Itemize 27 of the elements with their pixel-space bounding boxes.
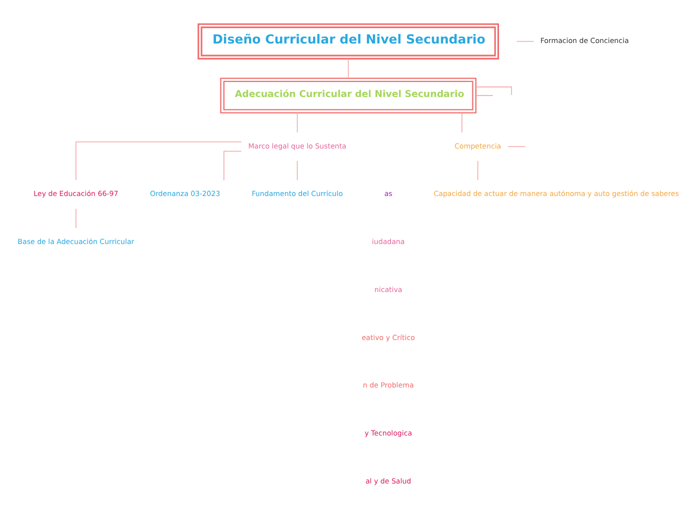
label: eativo y Crítico <box>362 332 415 342</box>
node-text: Formacion de Conciencia <box>540 36 629 46</box>
label: n de Problema <box>362 380 414 390</box>
node-text: Marco legal que lo Sustenta <box>248 141 346 150</box>
label: nicativa <box>374 284 402 294</box>
connector <box>476 95 494 96</box>
node-box: Diseño Curricular del Nivel Secundario <box>198 23 499 60</box>
connector <box>476 86 512 96</box>
connector <box>516 41 534 42</box>
node-text: Ordenanza 03-2023 <box>150 189 220 198</box>
connector <box>348 58 349 79</box>
label: as <box>384 189 392 198</box>
connector <box>76 141 242 180</box>
node-box: Adecuación Curricular del Nivel Secundario <box>220 78 476 114</box>
node-text: Fundamento del Currículo <box>252 189 343 198</box>
connector <box>224 150 242 181</box>
node-text: Competencia <box>454 141 502 150</box>
node-text: Base de la Adecuación Curricular <box>18 237 134 246</box>
node-text: Capacidad de actuar de manera autónoma y auto gestión de saberes <box>434 189 679 198</box>
connector <box>296 160 298 180</box>
label: al y de Salud <box>365 476 412 486</box>
label: y Tecnologica <box>364 428 412 438</box>
connector <box>477 160 478 180</box>
label: iudadana <box>372 237 405 246</box>
connector <box>296 112 298 133</box>
connector <box>507 146 526 147</box>
node-text: Ley de Educación 66-97 <box>34 189 118 198</box>
